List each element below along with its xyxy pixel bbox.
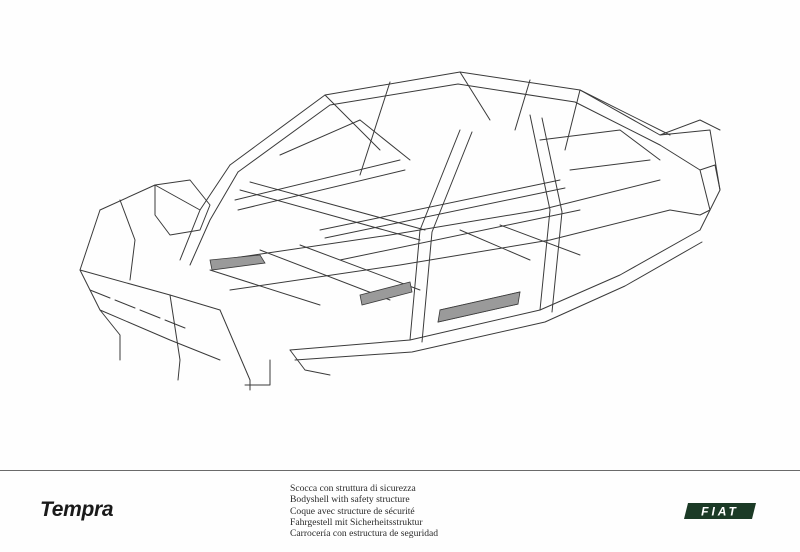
- fiat-logo-text: FIAT: [701, 505, 739, 519]
- footer-divider: [0, 470, 800, 471]
- caption-english: Bodyshell with safety structure: [290, 494, 410, 506]
- caption-italian: Scocca con struttura di sicurezza: [290, 483, 416, 494]
- caption-german: Fahrgestell mit Sicherheitsstruktur: [290, 516, 423, 528]
- bodyshell-illustration: [79, 71, 721, 391]
- fiat-logo: FIAT: [684, 503, 756, 519]
- caption-spanish: Carrocería con estructura de seguridad: [290, 528, 439, 540]
- caption-french: Coque avec structure de sécurité: [290, 505, 415, 517]
- caption-block: Scocca con struttura di sicurezza Bodysh…: [290, 483, 438, 539]
- roof-outline: [229, 71, 671, 166]
- model-name: Tempra: [40, 498, 114, 521]
